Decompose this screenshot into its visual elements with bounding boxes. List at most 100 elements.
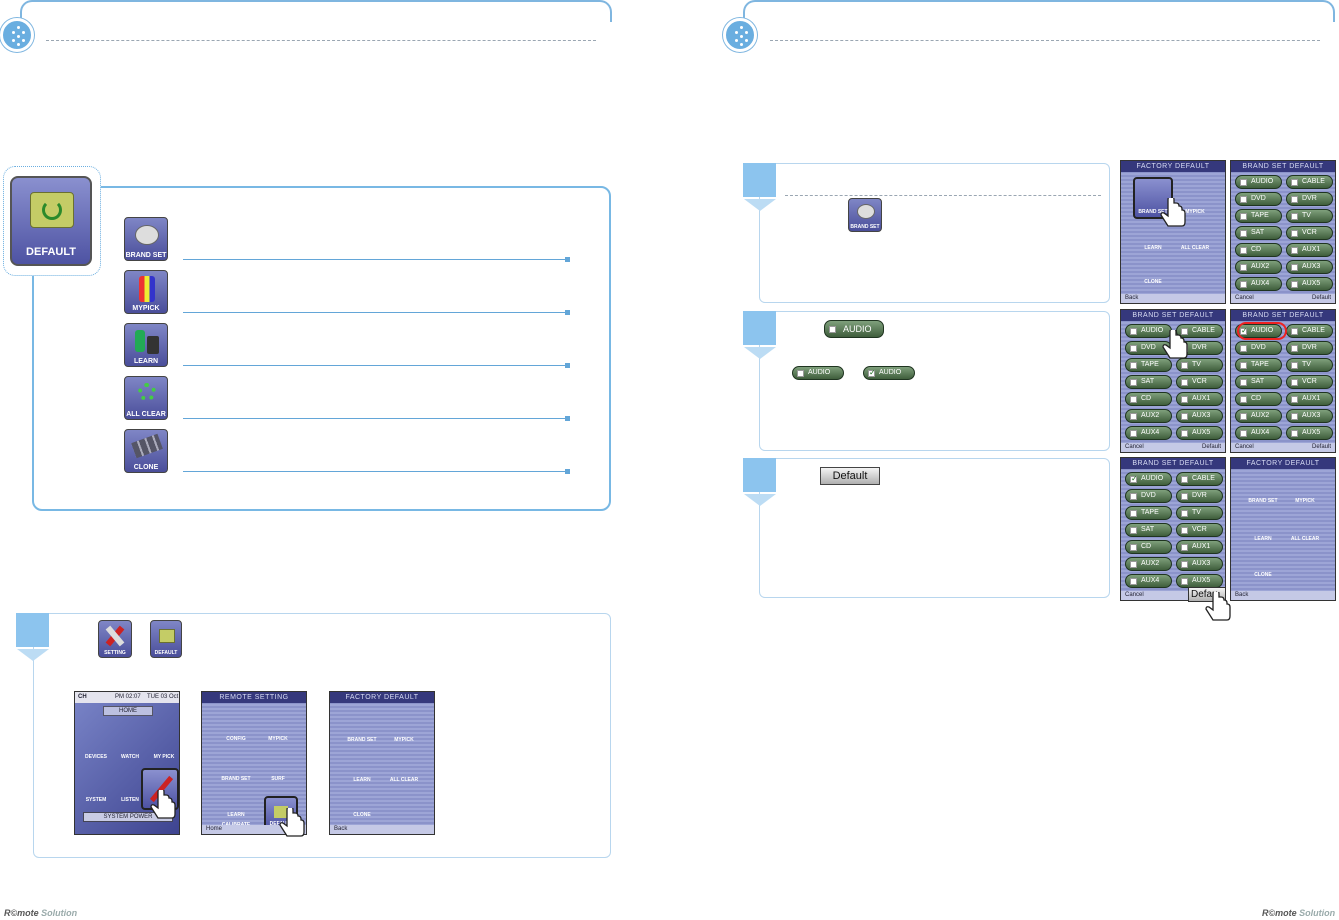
brand-button-cd[interactable]: CD xyxy=(1235,243,1282,257)
brand-button-audio[interactable]: AUDIO xyxy=(1125,472,1172,486)
rs-icon-surf[interactable]: SURF xyxy=(271,776,285,782)
rs-icon-config[interactable]: CONFIG xyxy=(226,736,246,742)
brand-button-aux3[interactable]: AUX3 xyxy=(1286,409,1333,423)
brand-button-aux1[interactable]: AUX1 xyxy=(1286,392,1333,406)
brand-button-tape[interactable]: TAPE xyxy=(1235,358,1282,372)
clone-icon[interactable]: CLONE xyxy=(124,429,168,473)
fd-left-brandset[interactable]: BRAND SET xyxy=(347,737,377,743)
brand-button-aux3[interactable]: AUX3 xyxy=(1176,557,1223,571)
r1b-footer-cancel[interactable]: Cancel xyxy=(1235,295,1254,301)
r1a-footer-back[interactable]: Back xyxy=(1121,294,1225,303)
r1b-footer-default[interactable]: Default xyxy=(1311,295,1331,301)
mypick-icon[interactable]: MYPICK xyxy=(124,270,168,314)
default-small-icon[interactable]: DEFAULT xyxy=(150,620,182,658)
brand-button-dvd[interactable]: DVD xyxy=(1235,341,1282,355)
r3b-allclear[interactable]: ALL CLEAR xyxy=(1290,536,1320,542)
brand-button-cd[interactable]: CD xyxy=(1235,392,1282,406)
brand-button-dvd[interactable]: DVD xyxy=(1125,341,1172,355)
brand-button-dvr[interactable]: DVR xyxy=(1286,341,1333,355)
brand-button-aux1[interactable]: AUX1 xyxy=(1176,540,1223,554)
r1a-brandset-highlight[interactable] xyxy=(1133,177,1173,219)
home-icon-system[interactable]: SYSTEM xyxy=(85,797,107,803)
brand-set-icon[interactable]: BRAND SET xyxy=(124,217,168,261)
learn-icon[interactable]: LEARN xyxy=(124,323,168,367)
r3b-brandset[interactable]: BRAND SET xyxy=(1248,498,1278,504)
brand-button-aux4[interactable]: AUX4 xyxy=(1125,574,1172,588)
audio-pill-unchecked[interactable]: AUDIO xyxy=(792,366,844,380)
brand-button-aux5[interactable]: AUX5 xyxy=(1286,277,1333,291)
rs-icon-mypick[interactable]: MYPICK xyxy=(268,736,288,742)
brand-button-aux5[interactable]: AUX5 xyxy=(1176,426,1223,440)
r3b-learn[interactable]: LEARN xyxy=(1254,536,1272,542)
r1a-learn[interactable]: LEARN xyxy=(1144,245,1162,251)
rs-footer-home[interactable]: Home xyxy=(202,825,306,834)
brand-button-tape[interactable]: TAPE xyxy=(1125,358,1172,372)
home-icon-mypick[interactable]: MY PICK xyxy=(153,754,175,760)
brand-button-aux4[interactable]: AUX4 xyxy=(1235,277,1282,291)
r3b-clone[interactable]: CLONE xyxy=(1254,572,1272,578)
brand-button-sat[interactable]: SAT xyxy=(1125,523,1172,537)
brand-button-cd[interactable]: CD xyxy=(1125,392,1172,406)
all-clear-icon[interactable]: ALL CLEAR xyxy=(124,376,168,420)
brand-button-vcr[interactable]: VCR xyxy=(1286,226,1333,240)
rs-icon-brandset[interactable]: BRAND SET xyxy=(221,776,251,782)
r3a-footer-cancel[interactable]: Cancel xyxy=(1125,592,1144,598)
r3b-footer-back[interactable]: Back xyxy=(1231,591,1335,600)
brand-button-dvd[interactable]: DVD xyxy=(1125,489,1172,503)
brand-button-tape[interactable]: TAPE xyxy=(1235,209,1282,223)
fd-left-allclear[interactable]: ALL CLEAR xyxy=(389,777,419,783)
brand-button-sat[interactable]: SAT xyxy=(1125,375,1172,389)
brand-button-vcr[interactable]: VCR xyxy=(1176,375,1223,389)
brand-button-tape[interactable]: TAPE xyxy=(1125,506,1172,520)
brand-button-dvd[interactable]: DVD xyxy=(1235,192,1282,206)
fd-left-learn[interactable]: LEARN xyxy=(353,777,371,783)
brand-button-aux2[interactable]: AUX2 xyxy=(1235,409,1282,423)
brand-button-aux4[interactable]: AUX4 xyxy=(1125,426,1172,440)
brand-button-aux2[interactable]: AUX2 xyxy=(1125,557,1172,571)
brand-button-cd[interactable]: CD xyxy=(1125,540,1172,554)
brand-button-aux5[interactable]: AUX5 xyxy=(1176,574,1223,588)
r2a-footer-default[interactable]: Default xyxy=(1201,444,1221,450)
brand-button-aux3[interactable]: AUX3 xyxy=(1176,409,1223,423)
brand-button-aux2[interactable]: AUX2 xyxy=(1125,409,1172,423)
brand-button-tv[interactable]: TV xyxy=(1176,358,1223,372)
brand-button-aux1[interactable]: AUX1 xyxy=(1286,243,1333,257)
brand-button-cable[interactable]: CABLE xyxy=(1286,324,1333,338)
brand-button-cable[interactable]: CABLE xyxy=(1286,175,1333,189)
home-icon-watch[interactable]: WATCH xyxy=(121,754,139,760)
brand-button-aux4[interactable]: AUX4 xyxy=(1235,426,1282,440)
brand-button-cable[interactable]: CABLE xyxy=(1176,324,1223,338)
fd-left-footer-back[interactable]: Back xyxy=(330,825,434,834)
brand-button-cable[interactable]: CABLE xyxy=(1176,472,1223,486)
inline-brand-set-icon[interactable]: BRAND SET xyxy=(848,198,882,232)
home-tab[interactable]: HOME xyxy=(103,706,153,716)
brand-button-dvr[interactable]: DVR xyxy=(1176,489,1223,503)
brand-button-aux2[interactable]: AUX2 xyxy=(1235,260,1282,274)
brand-button-vcr[interactable]: VCR xyxy=(1176,523,1223,537)
brand-button-audio[interactable]: AUDIO xyxy=(1125,324,1172,338)
brand-button-aux3[interactable]: AUX3 xyxy=(1286,260,1333,274)
r2b-footer-cancel[interactable]: Cancel xyxy=(1235,444,1254,450)
audio-pill-checked[interactable]: AUDIO xyxy=(863,366,915,380)
home-icon-listen[interactable]: LISTEN xyxy=(121,797,139,803)
r1a-allclear[interactable]: ALL CLEAR xyxy=(1180,245,1210,251)
brand-button-aux5[interactable]: AUX5 xyxy=(1286,426,1333,440)
brand-button-tv[interactable]: TV xyxy=(1176,506,1223,520)
r1a-clone[interactable]: CLONE xyxy=(1144,279,1162,285)
r3b-mypick[interactable]: MYPICK xyxy=(1295,498,1315,504)
brand-button-tv[interactable]: TV xyxy=(1286,209,1333,223)
brand-button-audio[interactable]: AUDIO xyxy=(1235,175,1282,189)
brand-button-tv[interactable]: TV xyxy=(1286,358,1333,372)
r1a-mypick[interactable]: MYPICK xyxy=(1185,209,1205,215)
r2b-footer-default[interactable]: Default xyxy=(1311,444,1331,450)
home-icon-devices[interactable]: DEVICES xyxy=(85,754,107,760)
setting-icon[interactable]: SETTING xyxy=(98,620,132,658)
brand-button-vcr[interactable]: VCR xyxy=(1286,375,1333,389)
inline-default-button[interactable]: Default xyxy=(820,467,880,485)
brand-button-dvr[interactable]: DVR xyxy=(1286,192,1333,206)
brand-button-sat[interactable]: SAT xyxy=(1235,226,1282,240)
fd-left-clone[interactable]: CLONE xyxy=(353,812,371,818)
inline-audio-pill[interactable]: AUDIO xyxy=(824,320,884,338)
brand-button-sat[interactable]: SAT xyxy=(1235,375,1282,389)
brand-button-aux1[interactable]: AUX1 xyxy=(1176,392,1223,406)
